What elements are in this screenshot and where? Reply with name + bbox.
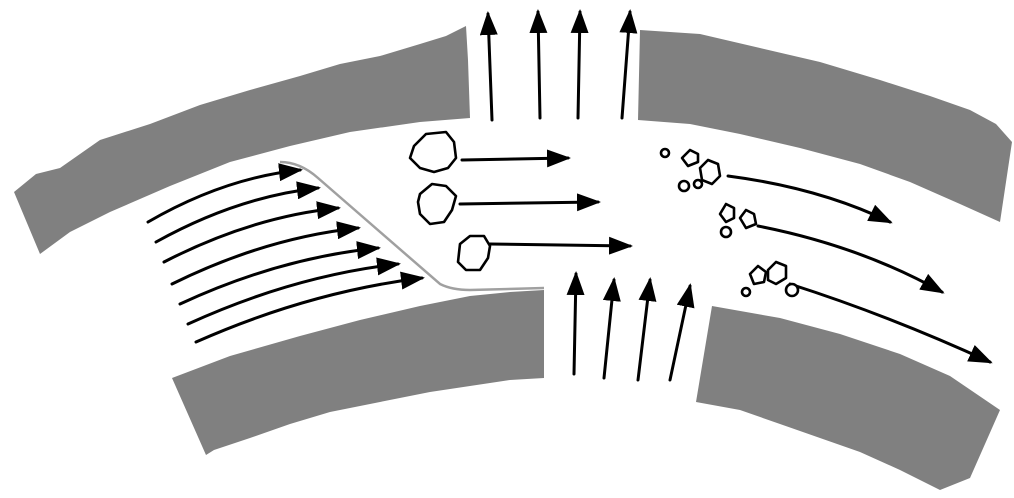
large-particle (418, 184, 456, 224)
upward-arrow-bottom (638, 280, 650, 380)
upward-arrow-bottom (670, 286, 690, 380)
upward-arrow-top (622, 12, 630, 118)
nozzle-edge (280, 162, 544, 290)
upward-arrow-top (578, 12, 580, 118)
small-particle (721, 227, 731, 237)
particle-flow-arrow (460, 202, 598, 204)
small-particle (786, 284, 798, 296)
small-particle (750, 266, 766, 284)
lower-left-wall (172, 290, 544, 455)
upward-arrow-top (488, 14, 492, 120)
small-particle (661, 149, 669, 157)
small-particle (720, 204, 734, 222)
small-particle (700, 160, 720, 184)
small-particle (694, 180, 702, 188)
upward-arrow-bottom (604, 280, 614, 378)
lower-right-wall (696, 306, 1000, 490)
small-particle (682, 150, 698, 166)
large-particle (410, 132, 456, 172)
small-particle (768, 262, 786, 284)
small-particle (740, 210, 756, 228)
incoming-flow-arrow (180, 248, 378, 304)
particle-flow-arrow (462, 158, 568, 160)
cluster-flow-arrow (758, 226, 942, 292)
small-particle (679, 181, 689, 191)
upward-arrow-bottom (574, 274, 576, 374)
small-particle (742, 288, 750, 296)
upper-left-wall (14, 26, 470, 254)
upward-arrow-top (538, 12, 540, 118)
large-particle (458, 236, 490, 270)
upper-right-wall (638, 30, 1012, 222)
particle-flow-arrow (490, 244, 630, 246)
incoming-flow-arrow (188, 264, 398, 324)
